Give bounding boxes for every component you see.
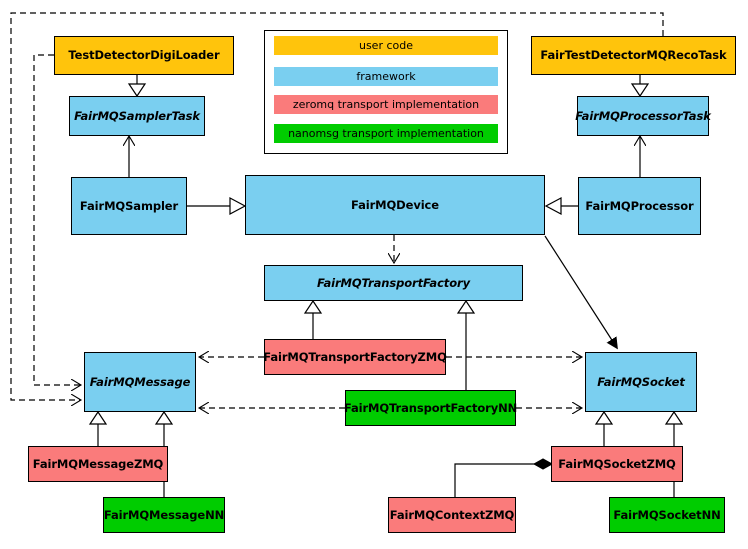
class-node-label: FairMQSamplerTask bbox=[74, 108, 200, 123]
legend-label-user-code: user code bbox=[358, 39, 414, 52]
class-node-label: FairMQSocket bbox=[597, 374, 685, 389]
edge-digiloader-to-samplertask bbox=[127, 75, 147, 98]
class-node-testdetectordigiloader: TestDetectorDigiLoader bbox=[54, 36, 234, 75]
class-node-fairmqtransportfactory: FairMQTransportFactory bbox=[264, 265, 523, 301]
edge-socketzmq-to-socket bbox=[594, 410, 614, 446]
class-node-label: FairMQProcessorTask bbox=[575, 108, 711, 123]
class-node-fairmqsampler: FairMQSampler bbox=[71, 177, 187, 235]
class-node-label: FairMQSocketNN bbox=[613, 507, 721, 522]
edge-recotask-to-processortask bbox=[630, 75, 650, 98]
class-node-label: FairMQSampler bbox=[79, 198, 179, 213]
class-node-fairmqtransportfactorynn: FairMQTransportFactoryNN bbox=[343, 390, 518, 426]
legend-item-zeromq: zeromq transport implementation bbox=[274, 95, 498, 114]
edge-processor-to-device bbox=[544, 197, 578, 215]
class-node-fairmqsamplertask: FairMQSamplerTask bbox=[69, 96, 205, 136]
class-node-label: FairMQTransportFactory bbox=[317, 275, 470, 290]
legend-label-zeromq: zeromq transport implementation bbox=[292, 98, 480, 111]
class-node-label: FairMQSocketZMQ bbox=[558, 456, 676, 471]
class-node-fairmqtransportfactoryzmq: FairMQTransportFactoryZMQ bbox=[263, 339, 447, 375]
edge-socketzmq-to-contextzmq bbox=[454, 464, 551, 497]
class-node-label: FairMQProcessor bbox=[585, 198, 694, 213]
edge-digiloader-to-message bbox=[33, 54, 80, 385]
class-node-label: FairMQDevice bbox=[351, 197, 439, 212]
edge-factorynn-to-transportfactory bbox=[456, 299, 476, 390]
class-node-label: FairMQTransportFactoryNN bbox=[343, 400, 518, 415]
edge-sampler-to-device bbox=[187, 197, 247, 215]
legend-item-user-code: user code bbox=[274, 36, 498, 55]
class-node-label: FairMQMessageNN bbox=[103, 507, 225, 522]
class-node-label: FairMQContextZMQ bbox=[389, 507, 515, 522]
class-node-fairmqprocessor: FairMQProcessor bbox=[578, 177, 701, 235]
edge-factoryzmq-to-transportfactory bbox=[303, 299, 323, 339]
legend-item-framework: framework bbox=[274, 67, 498, 86]
class-node-fairmqmessagenn: FairMQMessageNN bbox=[103, 497, 225, 533]
class-node-label: TestDetectorDigiLoader bbox=[68, 48, 220, 63]
class-node-fairmqcontextzmq: FairMQContextZMQ bbox=[388, 497, 516, 533]
class-node-fairmqmessagezmq: FairMQMessageZMQ bbox=[28, 446, 168, 482]
legend-label-nanomsg: nanomsg transport implementation bbox=[288, 127, 484, 140]
legend-label-framework: framework bbox=[356, 70, 416, 83]
edge-device-to-socket bbox=[544, 235, 617, 348]
class-node-fairmqsocketzmq: FairMQSocketZMQ bbox=[551, 446, 683, 482]
class-node-fairmqsocket: FairMQSocket bbox=[585, 352, 697, 412]
class-node-fairmqsocketnn: FairMQSocketNN bbox=[609, 497, 725, 533]
edge-messagezmq-to-message bbox=[88, 410, 108, 446]
class-node-fairmqdevice: FairMQDevice bbox=[245, 175, 545, 235]
class-node-fairtestdetectormqrecotask: FairTestDetectorMQRecoTask bbox=[531, 36, 736, 75]
edge-recotask-to-message bbox=[10, 12, 664, 400]
legend-item-nanomsg: nanomsg transport implementation bbox=[274, 124, 498, 143]
class-node-label: FairMQMessage bbox=[89, 374, 191, 389]
class-node-label: FairMQMessageZMQ bbox=[32, 456, 164, 471]
class-node-fairmqmessage: FairMQMessage bbox=[84, 352, 196, 412]
class-node-label: FairMQTransportFactoryZMQ bbox=[263, 349, 447, 364]
class-node-fairmqprocessortask: FairMQProcessorTask bbox=[575, 96, 711, 136]
class-node-label: FairTestDetectorMQRecoTask bbox=[540, 48, 727, 63]
